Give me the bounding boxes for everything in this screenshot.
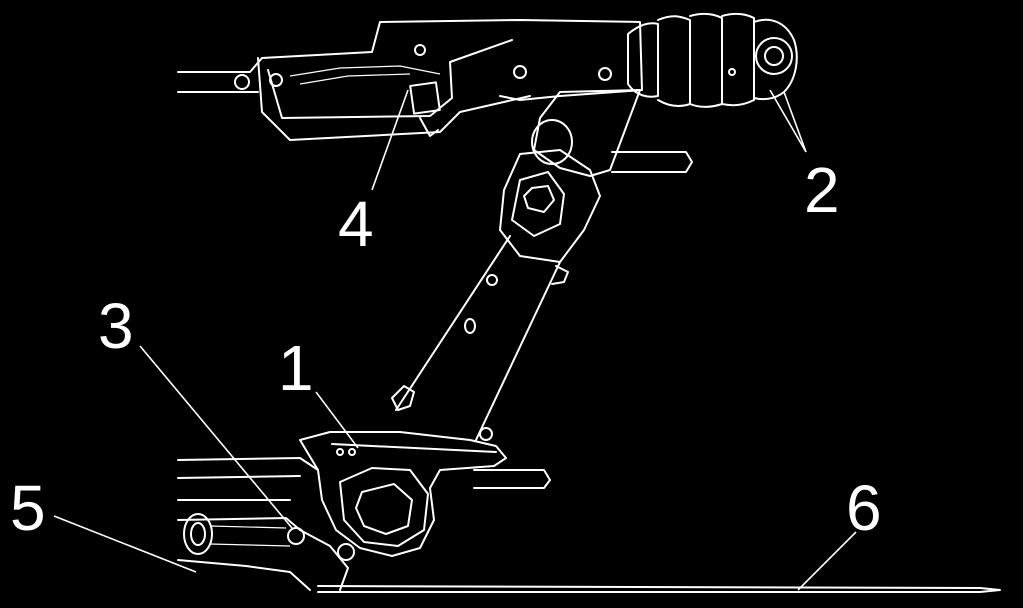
callout-1: 1 <box>278 332 314 404</box>
leader-3 <box>139 345 293 529</box>
lower-universal-joint <box>299 427 551 557</box>
callout-5: 5 <box>10 472 46 544</box>
callout-2: 2 <box>804 154 840 226</box>
leader-2b <box>783 91 807 153</box>
leader-6 <box>797 531 857 591</box>
leader-lines <box>53 89 857 591</box>
callout-4: 4 <box>338 188 374 260</box>
leader-4 <box>371 89 409 191</box>
callout-3: 3 <box>98 290 134 362</box>
leader-1 <box>315 391 359 449</box>
callout-6: 6 <box>846 472 882 544</box>
intermediate-shaft <box>391 235 561 441</box>
leader-5 <box>53 515 197 573</box>
tie-rod-6 <box>317 585 1001 593</box>
upper-universal-joint <box>499 89 693 285</box>
leader-2a <box>769 89 807 153</box>
steering-rack-housing <box>177 457 355 591</box>
upper-bracket <box>177 19 643 141</box>
